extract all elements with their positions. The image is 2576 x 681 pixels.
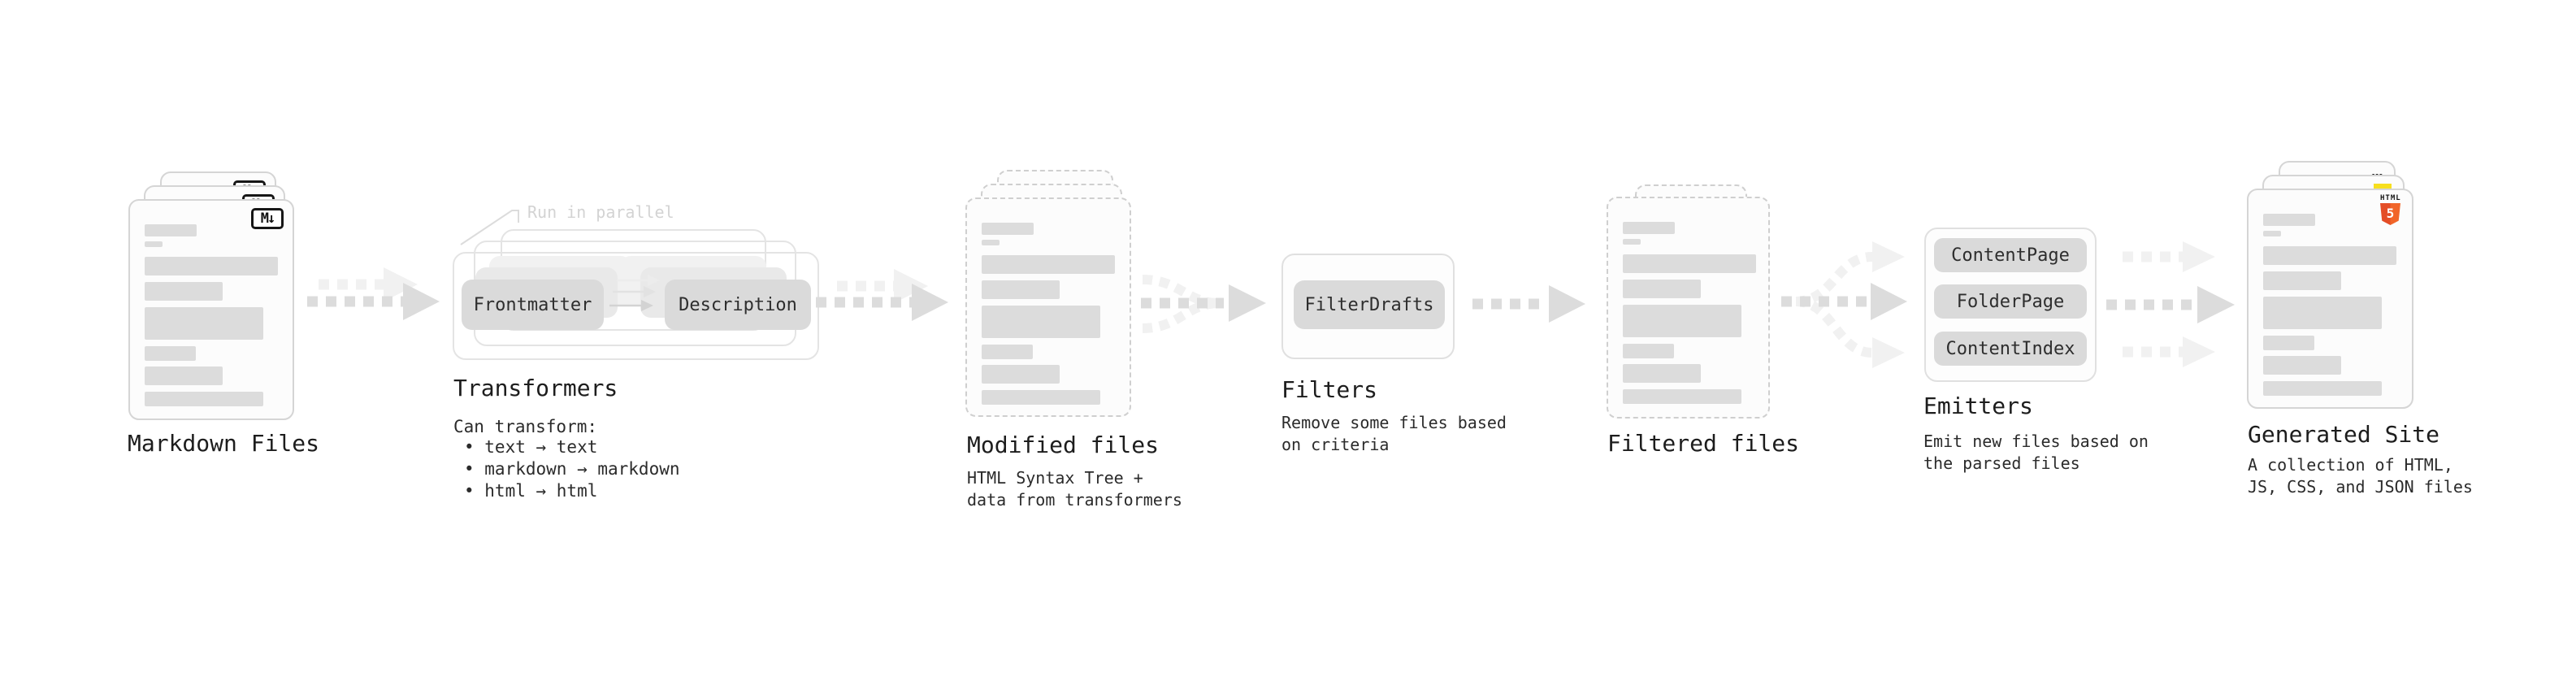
content-bar bbox=[1623, 389, 1741, 404]
content-bar bbox=[982, 345, 1033, 359]
content-bar bbox=[2263, 381, 2382, 396]
content-bar bbox=[982, 280, 1060, 299]
arrow-filtered-to-emitters-fanout bbox=[1781, 241, 1907, 368]
content-bar bbox=[2263, 336, 2314, 350]
arrow-transformers-to-modified bbox=[816, 269, 948, 321]
content-bar bbox=[2263, 214, 2315, 226]
filtered-page-front bbox=[1607, 197, 1770, 419]
content-bar bbox=[145, 346, 196, 361]
html-file-page: HTML 5 bbox=[2247, 189, 2413, 409]
arrow-markdown-to-transformers bbox=[307, 267, 440, 320]
filtered-file-stack bbox=[1607, 184, 1770, 419]
generated-site-stack: CSS HTML 5 bbox=[2247, 161, 2413, 409]
skeleton-text-bars bbox=[145, 224, 278, 406]
stage-label-generated-site: Generated Site bbox=[2248, 421, 2440, 448]
content-bar bbox=[1623, 239, 1641, 245]
arrow-filters-to-filtered bbox=[1472, 285, 1585, 323]
stage-label-transformers: Transformers bbox=[453, 375, 618, 401]
content-bar bbox=[2263, 246, 2396, 265]
skeleton-text-bars bbox=[2263, 214, 2397, 396]
content-bar bbox=[145, 367, 223, 385]
html5-icon-label: HTML bbox=[2380, 194, 2401, 202]
content-bar bbox=[1623, 254, 1756, 273]
content-bar bbox=[1623, 222, 1675, 234]
modified-files-description: HTML Syntax Tree + data from transformer… bbox=[967, 468, 1182, 510]
stage-label-emitters: Emitters bbox=[1923, 393, 2033, 419]
content-bar bbox=[2263, 231, 2281, 236]
folderpage-node: FolderPage bbox=[1934, 284, 2087, 319]
content-bar bbox=[145, 392, 263, 406]
content-bar bbox=[1623, 305, 1741, 337]
stage-label-modified-files: Modified files bbox=[967, 432, 1160, 458]
html5-icon-shield: 5 bbox=[2380, 203, 2400, 225]
filterdrafts-node: FilterDrafts bbox=[1294, 280, 1445, 329]
transform-bullet-html: • html → html bbox=[464, 481, 598, 501]
content-bar bbox=[982, 255, 1115, 274]
transform-bullet-markdown: • markdown → markdown bbox=[464, 459, 680, 479]
generated-site-description: A collection of HTML, JS, CSS, and JSON … bbox=[2248, 455, 2473, 497]
content-bar bbox=[982, 390, 1100, 405]
contentpage-node: ContentPage bbox=[1934, 238, 2087, 272]
content-bar bbox=[982, 240, 1000, 245]
content-bar bbox=[145, 307, 263, 340]
markdown-icon: M↓ bbox=[251, 208, 284, 229]
filters-description: Remove some files based on criteria bbox=[1281, 413, 1507, 454]
modified-page-front bbox=[965, 197, 1131, 417]
content-bar bbox=[145, 241, 163, 247]
markdown-page-front: M↓ bbox=[128, 199, 294, 420]
markdown-file-stack: M↓ M↓ M↓ bbox=[128, 171, 294, 420]
content-bar bbox=[982, 223, 1034, 235]
content-bar bbox=[982, 365, 1060, 384]
modified-file-stack bbox=[965, 170, 1131, 417]
stage-label-filtered-files: Filtered files bbox=[1607, 430, 1800, 457]
skeleton-text-bars bbox=[1623, 222, 1756, 404]
content-bar bbox=[145, 224, 197, 236]
frontmatter-node: Frontmatter bbox=[462, 280, 604, 330]
stage-label-filters: Filters bbox=[1281, 376, 1378, 403]
content-bar bbox=[2263, 297, 2382, 329]
content-bar bbox=[2263, 271, 2341, 290]
content-bar bbox=[1623, 344, 1674, 358]
content-bar bbox=[1623, 280, 1701, 298]
arrow-modified-to-filters-merge bbox=[1141, 275, 1266, 333]
content-bar bbox=[145, 282, 223, 301]
transform-bullet-text: • text → text bbox=[464, 437, 598, 457]
arrow-emitters-to-site bbox=[2106, 241, 2235, 367]
emitters-description: Emit new files based on the parsed files bbox=[1923, 432, 2149, 473]
skeleton-text-bars bbox=[982, 223, 1115, 405]
content-bar bbox=[982, 306, 1100, 338]
content-bar bbox=[145, 257, 278, 275]
content-bar bbox=[2263, 356, 2341, 375]
description-node: Description bbox=[665, 280, 811, 330]
contentindex-node: ContentIndex bbox=[1934, 332, 2087, 366]
content-bar bbox=[1623, 364, 1701, 383]
stage-label-markdown-files: Markdown Files bbox=[128, 430, 320, 457]
html5-file-icon: HTML 5 bbox=[2380, 194, 2400, 225]
run-in-parallel-annotation: Run in parallel bbox=[527, 202, 674, 222]
transformers-description-title: Can transform: bbox=[453, 417, 598, 436]
